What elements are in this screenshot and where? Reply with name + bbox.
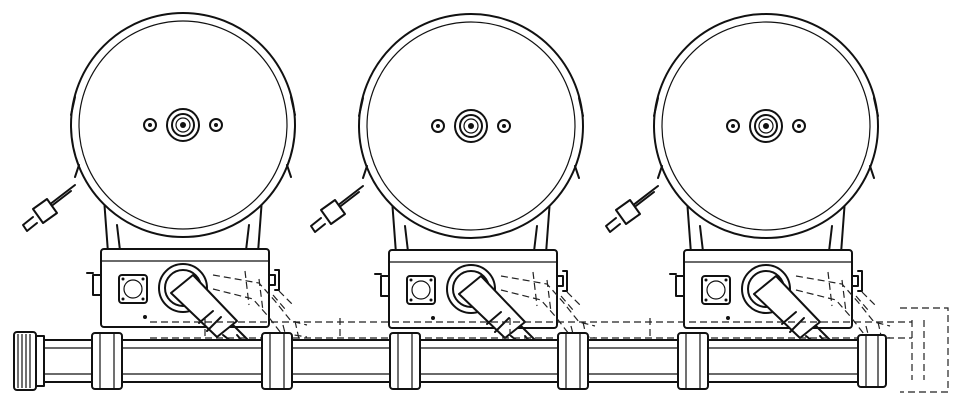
pump-unit-1 (22, 12, 308, 350)
header-pipe (13, 331, 887, 391)
header-pipe-couplings (91, 332, 887, 390)
pump-unit-3 (605, 13, 891, 351)
pump-unit-2 (310, 13, 596, 351)
